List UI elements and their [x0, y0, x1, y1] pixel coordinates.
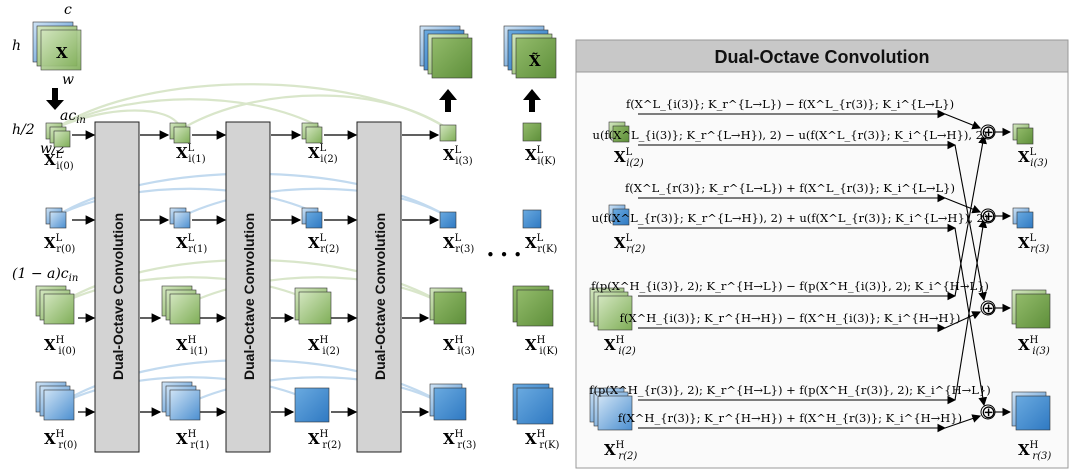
block-3-label: Dual-Octave Convolution: [372, 213, 388, 380]
equation-1: u(f(X^L_{i(3)}; K_r^{L→H}), 2) − u(f(X^L…: [593, 128, 988, 142]
feature-map: [429, 383, 467, 421]
feature-map: [294, 287, 332, 325]
feature-map: [429, 287, 467, 325]
feature-map: [294, 387, 330, 423]
feature-map: [439, 124, 457, 142]
feature-map: [522, 122, 542, 142]
up-arrow-icon: [439, 89, 457, 112]
output-label: X̃: [529, 52, 541, 70]
feature-map: [169, 207, 191, 229]
panel-equations: f(X^L_{i(3)}; K_r^{L→L}) − f(X^L_{r(3)};…: [589, 97, 990, 425]
input-cube-label: X: [56, 44, 68, 62]
feature-map: [45, 207, 67, 229]
panel-sums: ⊕ ⊕ ⊕ ⊕: [980, 122, 996, 423]
feature-map: [512, 383, 554, 425]
equation-7: f(X^H_{r(3)}; K_r^{H→H}) + f(X^H_{r(3)};…: [618, 411, 962, 425]
svg-text:⊕: ⊕: [981, 402, 996, 423]
low-dim-h: h/2: [12, 122, 35, 138]
feature-map: [512, 285, 554, 327]
panel-title: Dual-Octave Convolution: [714, 47, 929, 67]
equation-5: f(X^H_{i(3)}; K_r^{H→H}) − f(X^H_{i(3)};…: [620, 311, 961, 325]
feature-map: [35, 381, 75, 421]
svg-text:⊕: ⊕: [981, 298, 996, 319]
equation-6: f(p(X^H_{r(3)}, 2); K_r^{H→L}) + f(p(X^H…: [589, 383, 990, 397]
equation-0: f(X^L_{i(3)}; K_r^{L→L}) − f(X^L_{r(3)};…: [626, 97, 954, 111]
svg-text:⊕: ⊕: [981, 206, 996, 227]
feature-map: [45, 122, 71, 148]
equation-2: f(X^L_{r(3)}; K_r^{L→L}) + f(X^L_{r(3)};…: [625, 181, 955, 195]
left-network: X c h w h/2 w/2 acin (1 − a)cin Dual-Oct…: [12, 2, 560, 453]
svg-text:⊕: ⊕: [981, 122, 996, 143]
high-dim-c: (1 − a)cin: [12, 266, 78, 284]
feature-map: [301, 122, 323, 144]
feature-map: [161, 285, 201, 325]
flow-arrows: [72, 130, 440, 417]
up-arrow-icon: [523, 89, 541, 112]
dual-octave-blocks: Dual-Octave Convolution Dual-Octave Conv…: [94, 121, 402, 453]
feature-map: [522, 209, 542, 229]
feature-map: [301, 207, 323, 229]
low-dim-c: acin: [60, 108, 86, 126]
ellipsis: • • •: [486, 246, 522, 264]
output-cubes: X̃: [419, 25, 557, 112]
feature-map: [161, 381, 201, 421]
input-cube: X c h w: [12, 2, 82, 110]
feature-map: [439, 211, 457, 229]
block-2-label: Dual-Octave Convolution: [241, 213, 257, 380]
dim-h: h: [12, 38, 21, 54]
equation-4: f(p(X^H_{i(3)}, 2); K_r^{H→L}) − f(p(X^H…: [591, 279, 989, 293]
dim-w: w: [62, 72, 74, 88]
block-1-label: Dual-Octave Convolution: [110, 213, 126, 380]
dim-c: c: [64, 2, 72, 18]
panel-header: [575, 39, 1069, 73]
equation-3: u(f(X^L_{r(3)}; K_r^{L→H}), 2) + u(f(X^L…: [592, 211, 989, 225]
feature-map: [35, 285, 75, 325]
panel-arrows: [638, 109, 988, 433]
down-arrow-icon: [46, 88, 64, 110]
feature-map: [169, 122, 191, 144]
